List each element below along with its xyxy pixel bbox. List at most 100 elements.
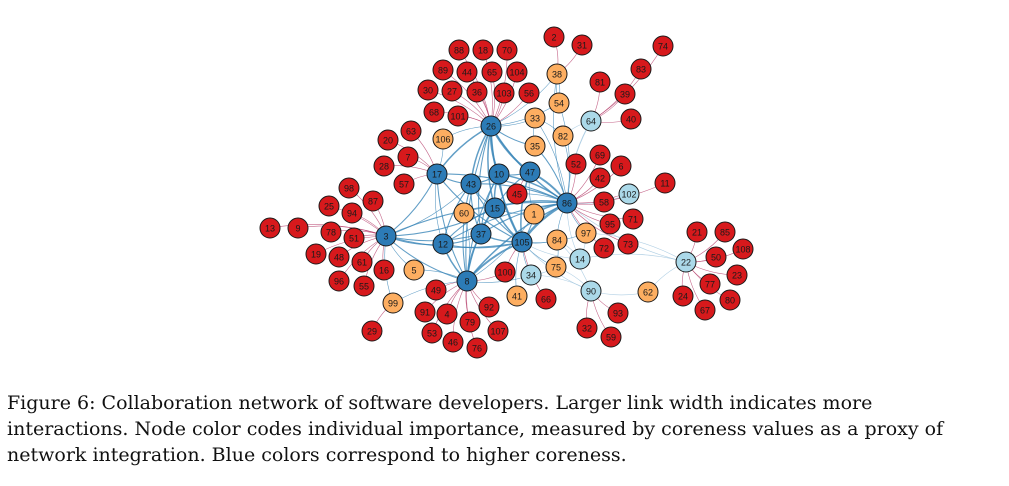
- node-label: 54: [554, 99, 564, 109]
- network-node-24: 24: [672, 285, 694, 307]
- network-edge: [566, 182, 666, 204]
- node-label: 33: [530, 114, 540, 124]
- node-circle: [607, 302, 629, 324]
- network-node-96: 96: [328, 270, 350, 292]
- network-node-53: 53: [421, 322, 443, 344]
- node-label: 57: [399, 180, 409, 190]
- node-circle: [524, 107, 546, 129]
- node-circle: [535, 288, 557, 310]
- network-node-54: 54: [548, 92, 570, 114]
- node-circle: [552, 125, 574, 147]
- node-circle: [546, 229, 568, 251]
- network-node-90: 90: [580, 280, 602, 302]
- node-label: 42: [595, 174, 605, 184]
- node-circle: [432, 233, 454, 255]
- node-circle: [518, 82, 540, 104]
- node-circle: [287, 217, 309, 239]
- node-circle: [423, 101, 445, 123]
- network-node-100: 100: [494, 261, 516, 283]
- node-circle: [654, 172, 676, 194]
- node-label: 71: [628, 215, 638, 225]
- node-circle: [652, 35, 674, 57]
- node-label: 15: [490, 204, 500, 214]
- node-circle: [472, 39, 494, 61]
- node-label: 85: [720, 228, 730, 238]
- node-label: 72: [599, 244, 609, 254]
- node-circle: [576, 317, 598, 339]
- node-label: 40: [626, 115, 636, 125]
- node-circle: [506, 183, 528, 205]
- node-circle: [343, 227, 365, 249]
- node-circle: [375, 225, 397, 247]
- node-label: 3: [383, 232, 388, 242]
- node-label: 92: [484, 303, 494, 313]
- node-label: 108: [735, 245, 750, 255]
- network-node-67: 67: [694, 299, 716, 321]
- network-node-86: 86: [556, 192, 578, 214]
- node-circle: [373, 155, 395, 177]
- network-node-50: 50: [705, 246, 727, 268]
- node-circle: [377, 129, 399, 151]
- network-node-108: 108: [732, 238, 754, 260]
- node-circle: [610, 155, 632, 177]
- node-circle: [719, 289, 741, 311]
- network-edge: [442, 202, 568, 245]
- network-node-34: 34: [520, 264, 542, 286]
- node-circle: [732, 238, 754, 260]
- node-label: 17: [432, 170, 442, 180]
- node-label: 63: [406, 127, 416, 137]
- network-node-15: 15: [484, 197, 506, 219]
- network-node-21: 21: [686, 221, 708, 243]
- network-node-20: 20: [377, 129, 399, 151]
- network-node-85: 85: [714, 221, 736, 243]
- node-label: 20: [383, 136, 393, 146]
- network-node-95: 95: [599, 213, 621, 235]
- node-label: 55: [359, 282, 369, 292]
- node-circle: [362, 190, 384, 212]
- node-label: 90: [586, 287, 596, 297]
- node-circle: [400, 120, 422, 142]
- node-circle: [382, 292, 404, 314]
- node-label: 91: [420, 308, 430, 318]
- node-label: 78: [326, 228, 336, 238]
- node-label: 43: [466, 180, 476, 190]
- node-label: 34: [526, 271, 536, 281]
- node-circle: [414, 301, 436, 323]
- node-circle: [442, 331, 464, 353]
- network-edge: [490, 102, 560, 127]
- figure-caption: Figure 6: Collaboration network of softw…: [7, 392, 944, 466]
- node-label: 26: [486, 122, 496, 132]
- network-node-16: 16: [373, 259, 395, 281]
- network-node-79: 79: [459, 311, 481, 333]
- node-label: 30: [423, 86, 433, 96]
- network-node-11: 11: [654, 172, 676, 194]
- node-circle: [448, 39, 470, 61]
- network-node-87: 87: [362, 190, 384, 212]
- network-node-47: 47: [519, 161, 541, 183]
- node-circle: [593, 237, 615, 259]
- node-label: 11: [660, 179, 669, 189]
- node-label: 51: [349, 234, 359, 244]
- network-node-41: 41: [506, 285, 528, 307]
- node-label: 73: [623, 240, 633, 250]
- node-label: 69: [595, 151, 605, 161]
- network-node-56: 56: [518, 82, 540, 104]
- node-circle: [672, 285, 694, 307]
- node-label: 60: [459, 209, 469, 219]
- node-label: 93: [613, 309, 623, 319]
- network-node-61: 61: [351, 251, 373, 273]
- network-node-4: 4: [436, 303, 458, 325]
- network-node-94: 94: [341, 202, 363, 224]
- network-node-2: 2: [543, 26, 565, 48]
- network-node-99: 99: [382, 292, 404, 314]
- network-node-75: 75: [545, 256, 567, 278]
- network-node-62: 62: [637, 281, 659, 303]
- node-circle: [675, 251, 697, 273]
- network-node-102: 102: [618, 183, 640, 205]
- node-circle: [432, 59, 454, 81]
- node-circle: [580, 280, 602, 302]
- node-label: 82: [558, 132, 568, 142]
- node-label: 74: [658, 42, 668, 52]
- node-circle: [361, 320, 383, 342]
- network-node-23: 23: [726, 264, 748, 286]
